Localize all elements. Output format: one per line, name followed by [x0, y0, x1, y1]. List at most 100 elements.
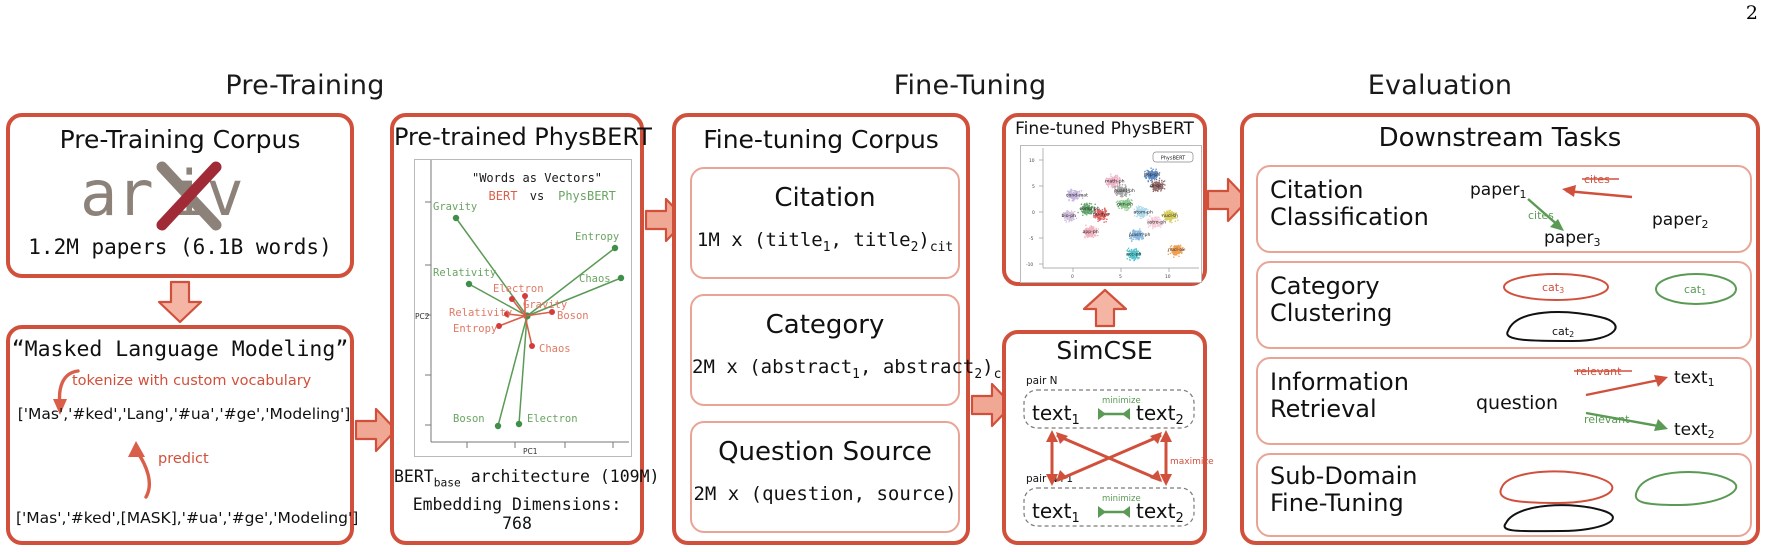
task-2-line1: Information [1270, 368, 1409, 396]
svg-text:Gravity: Gravity [433, 201, 477, 213]
mlm-tokens-line: ['Mas','#ked','Lang','#ua','#ge','Modeli… [17, 405, 351, 423]
downstream-task-category-clustering[interactable]: Category Clustering cat3 cat1 cat2 [1256, 261, 1752, 349]
task-3-line1: Sub-Domain [1270, 462, 1418, 490]
citation-formula-mid: , title [830, 229, 911, 251]
svg-text:vs: vs [530, 189, 544, 203]
panel-pretrained-physbert: Pre-trained PhysBERT [390, 113, 659, 545]
finetuning-item-citation-formula: 1M x (title1, title2)cit [692, 229, 958, 255]
stage-title-pre-training: Pre-Training [225, 70, 385, 101]
finetuning-item-citation[interactable]: Citation 1M x (title1, title2)cit [690, 167, 960, 279]
svg-text:cat1: cat1 [1684, 283, 1706, 297]
svg-text:Chaos: Chaos [579, 273, 611, 285]
citation-formula-tail: cit [929, 239, 954, 255]
svg-text:Entropy: Entropy [575, 231, 619, 243]
task-category-clustering-label: Category Clustering [1270, 273, 1392, 327]
pretraining-corpus-stats: 1.2M papers (6.1B words) [28, 235, 332, 259]
svg-text:Relativity: Relativity [433, 267, 496, 279]
svg-text:text2: text2 [1136, 401, 1184, 428]
simcse-minimize-label-top: minimize [1102, 396, 1141, 406]
task-1-line1: Category [1270, 272, 1380, 300]
svg-text:text2: text2 [1674, 420, 1715, 441]
panel-downstream-tasks: Downstream Tasks Citation Classification… [1240, 113, 1760, 545]
svg-text:5: 5 [1119, 274, 1122, 280]
sub-domain-graphic [1476, 461, 1748, 533]
svg-text:text1: text1 [1032, 499, 1080, 526]
panel-pretraining-corpus: Pre-Training Corpus ar iv 1.2M papers (6… [6, 113, 354, 278]
downstream-task-sub-domain-fine-tuning[interactable]: Sub-Domain Fine-Tuning [1256, 453, 1752, 537]
mlm-tokenize-arrow-icon [46, 367, 92, 417]
svg-text:PhysBERT: PhysBERT [558, 189, 616, 203]
svg-text:text2: text2 [1136, 499, 1184, 526]
svg-text:0: 0 [1032, 210, 1035, 216]
page-number: 2 [1745, 2, 1758, 24]
simcse-minimize-label-bottom: minimize [1102, 494, 1141, 504]
svg-text:ar: ar [80, 157, 153, 230]
svg-text:Boson: Boson [453, 413, 485, 425]
finetuning-item-category-name: Category [765, 310, 885, 340]
panel-finetuned-physbert: Fine-tuned PhysBERT 10 5 0 -5 -10 [1002, 113, 1207, 286]
svg-text:-10: -10 [1026, 262, 1033, 268]
svg-text:paper2: paper2 [1652, 210, 1708, 231]
arrow-right-to-downstream [1206, 175, 1250, 225]
bert-base-subscript: base [433, 476, 461, 490]
svg-text:-5: -5 [1029, 236, 1034, 242]
arrow-down-corpus-to-mlm [155, 280, 205, 324]
task-citation-classification-label: Citation Classification [1270, 177, 1429, 231]
svg-text:question: question [1476, 392, 1558, 414]
category-clustering-graphic: cat3 cat1 cat2 [1468, 269, 1748, 347]
panel-simcse: SimCSE pair N pair N+1 text1 text2 text1… [1002, 330, 1214, 545]
svg-text:paper1: paper1 [1470, 180, 1526, 201]
simcse-title: SimCSE [1056, 336, 1153, 365]
svg-text:cat3: cat3 [1542, 281, 1564, 295]
umap-cluster-label: math-ph [1105, 179, 1125, 185]
stage-title-evaluation: Evaluation [1367, 70, 1513, 101]
umap-cluster-label: hep-ph [1144, 172, 1160, 178]
finetuning-item-category[interactable]: Category 2M x (abstract1, abstract2)cat [690, 294, 1017, 406]
downstream-tasks-title: Downstream Tasks [1378, 123, 1622, 153]
finetuning-item-question-source-formula: 2M x (question, source) [693, 483, 957, 505]
svg-text:5: 5 [1032, 184, 1035, 190]
svg-text:Boson: Boson [557, 310, 589, 322]
pretrained-physbert-title: Pre-trained PhysBERT [394, 123, 652, 151]
umap-cluster-label: atom-ph [1134, 209, 1153, 215]
svg-text:PC1: PC1 [523, 447, 538, 456]
physbert-architecture-line: BERTbase architecture (109M) [394, 467, 659, 490]
citation-formula-sub2: 2 [910, 239, 919, 255]
umap-cluster-label: bio-ph [1062, 213, 1077, 219]
finetuning-item-category-formula: 2M x (abstract1, abstract2)cat [692, 356, 1017, 382]
arrow-right-mlm-to-physbert [354, 405, 398, 455]
physbert-embedding-dims-line: Embedding Dimensions: 768 [412, 495, 622, 533]
category-formula-sub1: 1 [852, 366, 860, 382]
category-formula-mid: , abstract [859, 356, 975, 378]
downstream-task-citation-classification[interactable]: Citation Classification paper1 paper2 pa… [1256, 165, 1752, 253]
mlm-predict-arrow-icon [120, 437, 166, 499]
information-retrieval-graphic: question text1 text2 relevant relevant [1456, 361, 1748, 445]
umap-cluster-label: quant-ph [1114, 188, 1135, 194]
mlm-masked-line: ['Mas','#ked',[MASK],'#ua','#ge','Modeli… [16, 509, 359, 527]
pretraining-corpus-title: Pre-Training Corpus [59, 125, 301, 154]
finetuning-item-question-source[interactable]: Question Source 2M x (question, source) [690, 421, 960, 533]
svg-text:text1: text1 [1674, 368, 1715, 389]
downstream-task-information-retrieval[interactable]: Information Retrieval question text1 tex… [1256, 357, 1752, 445]
umap-cluster-label: acc-ph [1126, 252, 1141, 258]
simcse-maximize-label: maximize [1170, 457, 1214, 467]
category-formula-post: ) [982, 356, 994, 378]
svg-text:paper3: paper3 [1544, 228, 1600, 249]
svg-text:0: 0 [1071, 274, 1074, 280]
svg-text:"Words as Vectors": "Words as Vectors" [472, 171, 602, 185]
svg-text:Electron: Electron [493, 283, 544, 295]
stage-title-fine-tuning: Fine-Tuning [893, 70, 1047, 101]
task-2-line2: Retrieval [1270, 394, 1377, 423]
citation-formula-post: ) [918, 229, 930, 251]
bert-base-suffix: architecture (109M) [460, 467, 660, 486]
words-as-vectors-scatter: Gravity Relativity Entropy Chaos Boson E… [414, 159, 632, 457]
svg-text:Electron: Electron [527, 413, 578, 425]
mlm-tokenize-label: tokenize with custom vocabulary [72, 373, 312, 389]
svg-text:Entropy: Entropy [453, 323, 497, 335]
umap-cluster-label: plasm-ph [1129, 232, 1150, 238]
simcse-diagram: pair N pair N+1 text1 text2 text1 text2 … [1010, 372, 1214, 544]
citation-formula-pre: 1M x (title [696, 229, 823, 251]
umap-cluster-label: astro-ph [1147, 220, 1166, 226]
umap-legend-badge-label: PhysBERT [1161, 155, 1186, 161]
